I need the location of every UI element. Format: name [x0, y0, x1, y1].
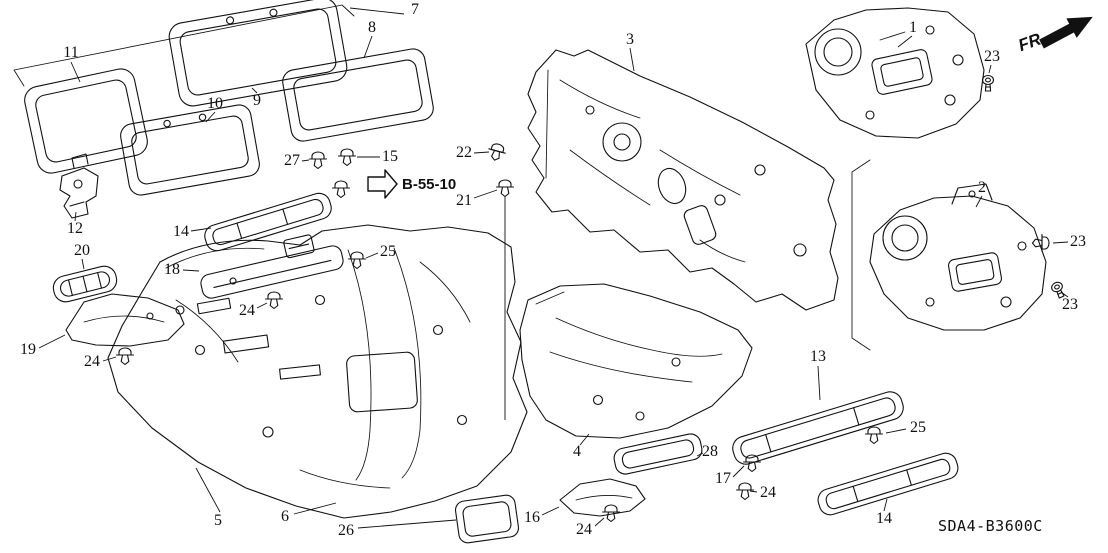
- panel-2-bracket-line: [851, 159, 871, 351]
- callout-26: 26: [338, 522, 354, 539]
- sill-garnish-13: [732, 391, 904, 465]
- callout-22: 22: [456, 144, 472, 161]
- callout-2: 2: [978, 179, 986, 196]
- callout-25: 25: [910, 419, 926, 436]
- bracket-12: [59, 153, 99, 219]
- callout-27: 27: [284, 152, 300, 169]
- clip-24-icon-2: [115, 347, 135, 366]
- callout-23: 23: [1070, 233, 1086, 250]
- garnish-20: [52, 265, 118, 303]
- floor-mat-10: [120, 104, 260, 196]
- clip-b5510-icon: [331, 180, 351, 199]
- callout-28: 28: [702, 443, 718, 460]
- rear-panel-1: [805, 7, 985, 139]
- callout-24: 24: [239, 302, 255, 319]
- callout-16: 16: [524, 509, 540, 526]
- clip-15-icon: [337, 148, 357, 167]
- callout-6: 6: [281, 508, 289, 525]
- callout-25: 25: [380, 243, 396, 260]
- callout-23: 23: [984, 48, 1000, 65]
- ref-arrow-icon: [367, 169, 398, 199]
- clip-25-icon-2: [864, 426, 884, 445]
- side-panel-2: [869, 183, 1047, 331]
- pad-26: [454, 494, 520, 544]
- mat-group-outline: [13, 4, 355, 87]
- callout-14: 14: [173, 223, 189, 240]
- clip-25-icon-1: [347, 251, 367, 270]
- callout-15: 15: [382, 148, 398, 165]
- clip-27-icon: [308, 151, 328, 170]
- floor-mat-9: [168, 0, 348, 107]
- callout-24: 24: [576, 521, 592, 538]
- pad-28: [613, 433, 703, 475]
- fr-direction-arrow-icon: [1039, 16, 1093, 49]
- callout-17: 17: [715, 470, 731, 487]
- callout-13: 13: [810, 348, 826, 365]
- callout-11: 11: [63, 44, 79, 61]
- diagram-code: SDA4-B3600C: [938, 517, 1043, 535]
- floor-carpet-4: [519, 283, 753, 439]
- reference-label: B-55-10: [402, 176, 457, 193]
- callout-10: 10: [207, 95, 223, 112]
- callout-1: 1: [909, 19, 917, 36]
- cowl-trim-19: [65, 293, 185, 347]
- trim-18: [200, 234, 344, 299]
- callout-21: 21: [456, 192, 472, 209]
- clip-21-icon: [495, 179, 515, 198]
- callout-5: 5: [214, 512, 222, 529]
- callout-3: 3: [626, 31, 634, 48]
- floor-mat-11: [24, 68, 148, 174]
- callout-8: 8: [368, 19, 376, 36]
- callout-20: 20: [74, 242, 90, 259]
- clip-22-icon: [485, 141, 508, 163]
- clip-24-icon-1: [264, 291, 284, 310]
- floor-mat-8: [282, 48, 434, 142]
- floor-carpet-5: [107, 224, 528, 519]
- trim-16: [559, 478, 646, 517]
- callout-9: 9: [253, 92, 261, 109]
- sill-garnish-14-right: [817, 452, 959, 516]
- leader-lines: [38, 7, 1069, 529]
- callout-24: 24: [760, 484, 776, 501]
- callout-18: 18: [164, 261, 180, 278]
- clip-23-icon-2: [1031, 233, 1050, 253]
- callout-23: 23: [1062, 296, 1078, 313]
- callout-24: 24: [84, 353, 100, 370]
- sill-garnish-14-left: [204, 192, 332, 252]
- bolt-23-icon-1: [981, 74, 995, 92]
- dash-insulator-3: [527, 49, 839, 311]
- callout-14: 14: [876, 510, 892, 527]
- callout-19: 19: [20, 341, 36, 358]
- callout-7: 7: [411, 1, 419, 18]
- callout-12: 12: [67, 220, 83, 237]
- callout-4: 4: [573, 443, 581, 460]
